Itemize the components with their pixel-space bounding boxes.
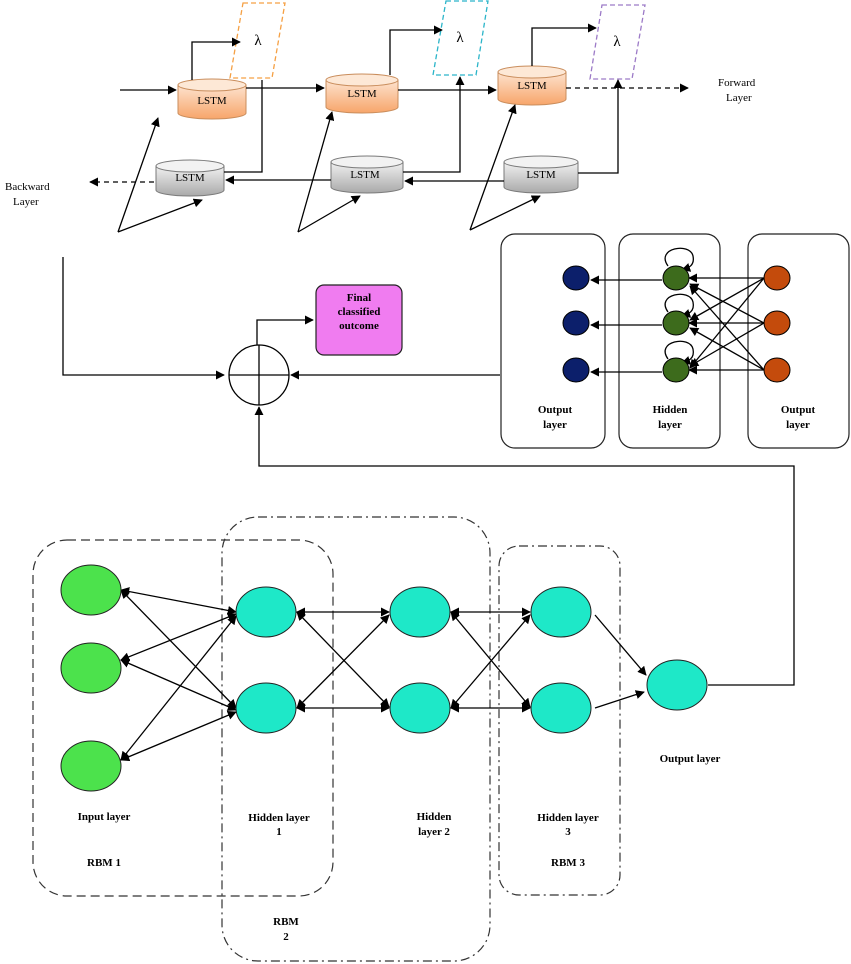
rbm3-box [498, 545, 621, 896]
rnn-left-node [562, 265, 590, 291]
lstm-forward-1: LSTM [177, 78, 247, 120]
rnn-left-nodes [562, 265, 590, 383]
hidden1-node [235, 682, 297, 734]
rbm2-label-2: 2 [283, 931, 289, 943]
rnn-left-node [562, 310, 590, 336]
backward-layer-label-1: Backward [5, 181, 50, 193]
svg-text:LSTM: LSTM [175, 172, 205, 184]
hidden-layer-1-label-2: 1 [276, 826, 282, 838]
forward-layer-label-2: Layer [726, 92, 752, 104]
rbm1-label: RBM 1 [87, 857, 121, 869]
bilstm-section: λ λ λ LSTM LSTM LSTM L [5, 0, 756, 233]
lambda-box-1: λ [229, 2, 286, 79]
rnn-right-node [763, 357, 791, 383]
lstm-forward-2: LSTM [325, 73, 399, 114]
rnn-right-node [763, 310, 791, 336]
rnn-left-label-1: Output [538, 404, 573, 416]
dbn-hidden3-nodes [530, 586, 592, 734]
hidden-layer-2-label-2: layer 2 [418, 826, 450, 838]
svg-text:LSTM: LSTM [197, 95, 227, 107]
hidden3-node [530, 586, 592, 638]
sum-node [228, 344, 290, 406]
svg-text:λ: λ [456, 30, 464, 46]
rnn-hidden-nodes [662, 265, 690, 383]
rnn-section: Output layer Hidden layer Output layer [500, 233, 850, 449]
rnn-hidden-node [662, 357, 690, 383]
hidden3-node [530, 682, 592, 734]
hidden-layer-1-label-1: Hidden layer [248, 812, 310, 824]
hidden1-node [235, 586, 297, 638]
svg-text:classified: classified [338, 306, 381, 318]
input-node [60, 740, 122, 792]
svg-text:outcome: outcome [339, 320, 379, 332]
svg-text:LSTM: LSTM [350, 169, 380, 181]
backward-layer-label-2: Layer [13, 196, 39, 208]
combiner-section: Final classified outcome [62, 257, 795, 686]
rnn-hidden-node [662, 265, 690, 291]
lstm-forward-3: LSTM [497, 65, 567, 106]
hidden2-node [389, 586, 451, 638]
svg-text:λ: λ [254, 33, 262, 49]
rbm2-label-1: RBM [273, 916, 299, 928]
rnn-connections [590, 247, 765, 377]
rnn-left-label-2: layer [543, 419, 567, 431]
rnn-right-label-1: Output [781, 404, 816, 416]
dbn-hidden2-nodes [389, 586, 451, 734]
rnn-right-node [763, 265, 791, 291]
input-node [60, 564, 122, 616]
hidden2-node [389, 682, 451, 734]
rnn-right-label-2: layer [786, 419, 810, 431]
rnn-left-node [562, 357, 590, 383]
svg-text:Final: Final [347, 292, 371, 304]
lambda-box-2: λ [432, 0, 489, 76]
dbn-connections [120, 587, 647, 762]
lambda-box-3: λ [589, 4, 646, 80]
hidden-layer-2-label-1: Hidden [417, 811, 452, 823]
svg-text:LSTM: LSTM [526, 169, 556, 181]
svg-text:LSTM: LSTM [347, 88, 377, 100]
dbn-output-node [646, 659, 708, 711]
rnn-right-nodes [763, 265, 791, 383]
rbm3-label: RBM 3 [551, 857, 585, 869]
dbn-section: Input layer Hidden layer 1 Hidden layer … [32, 516, 721, 962]
forward-layer-label-1: Forward [718, 77, 756, 89]
rnn-middle-label-2: layer [658, 419, 682, 431]
forward-connections [120, 23, 689, 95]
hidden-layer-3-label-1: Hidden layer [537, 812, 599, 824]
dbn-output-layer-label: Output layer [660, 753, 721, 765]
rbm1-box [32, 539, 334, 897]
dbn-hidden1-nodes [235, 586, 297, 734]
dbn-input-nodes [60, 564, 122, 792]
lstm-backward-1: LSTM [155, 159, 225, 197]
input-fans [117, 104, 541, 233]
svg-text:λ: λ [613, 34, 621, 50]
svg-text:LSTM: LSTM [517, 80, 547, 92]
hidden-layer-3-label-2: 3 [565, 826, 571, 838]
lstm-backward-3: LSTM [503, 155, 579, 194]
rnn-hidden-node [662, 310, 690, 336]
lstm-backward-2: LSTM [330, 155, 404, 194]
input-node [60, 642, 122, 694]
final-outcome-box: Final classified outcome [315, 284, 403, 356]
rbm2-box [221, 516, 491, 962]
input-layer-label: Input layer [78, 811, 131, 823]
rnn-middle-label-1: Hidden [653, 404, 688, 416]
